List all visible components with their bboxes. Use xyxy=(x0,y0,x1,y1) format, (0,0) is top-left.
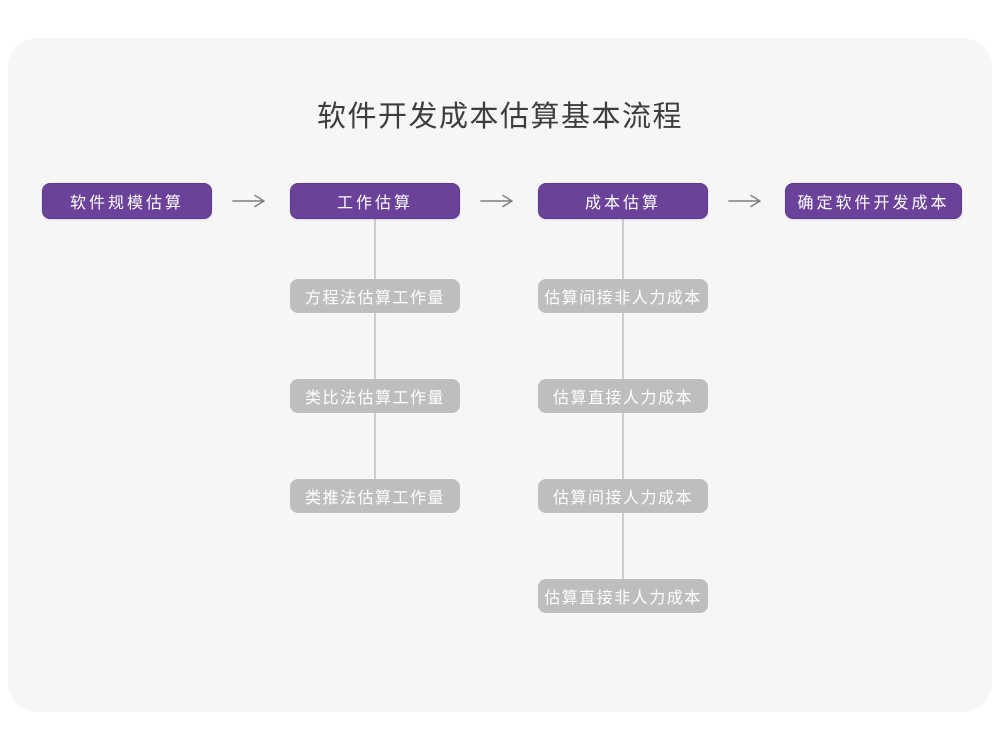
node-label: 方程法估算工作量 xyxy=(304,290,445,307)
diagram-title: 软件开发成本估算基本流程 xyxy=(316,101,683,133)
node-cost-estimation: 成本估算 xyxy=(538,183,708,219)
node-label: 成本估算 xyxy=(584,195,661,212)
flow-arrow-icon xyxy=(480,194,513,208)
node-determine-development-cost: 确定软件开发成本 xyxy=(785,183,962,219)
node-label: 类比法估算工作量 xyxy=(304,390,445,407)
node-equation-method: 方程法估算工作量 xyxy=(290,279,460,313)
flow-arrow-icon xyxy=(728,194,761,208)
node-direct-nonlabor-cost: 估算直接非人力成本 xyxy=(538,579,708,613)
node-label: 估算直接非人力成本 xyxy=(544,590,702,607)
node-label: 软件规模估算 xyxy=(69,195,184,212)
node-label: 类推法估算工作量 xyxy=(304,490,445,507)
node-label: 确定软件开发成本 xyxy=(797,195,950,212)
node-analogy-method: 类比法估算工作量 xyxy=(290,379,460,413)
diagram-canvas: 软件开发成本估算基本流程 软件规模估算 工作估算 成本估算 确定软件开发成本 方 xyxy=(8,38,992,712)
node-direct-labor-cost: 估算直接人力成本 xyxy=(538,379,708,413)
node-indirect-labor-cost: 估算间接人力成本 xyxy=(538,479,708,513)
node-label: 工作估算 xyxy=(336,195,413,212)
flow-arrow-icon xyxy=(232,194,265,208)
connector-line-work-column xyxy=(374,219,376,481)
node-work-estimation: 工作估算 xyxy=(290,183,460,219)
node-software-scale-estimation: 软件规模估算 xyxy=(42,183,212,219)
node-extrapolation-method: 类推法估算工作量 xyxy=(290,479,460,513)
node-label: 估算直接人力成本 xyxy=(552,390,693,407)
node-label: 估算间接非人力成本 xyxy=(544,290,702,307)
node-indirect-nonlabor-cost: 估算间接非人力成本 xyxy=(538,279,708,313)
node-label: 估算间接人力成本 xyxy=(552,490,693,507)
